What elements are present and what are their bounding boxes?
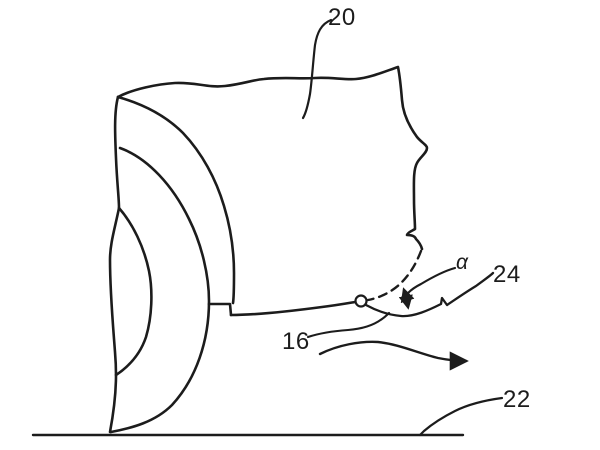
alpha-leader-line [406,266,457,295]
label-flap: 16 [282,328,310,355]
label-body-panel: 20 [328,4,356,31]
flap-lower-edge-line [229,300,357,317]
body-left-edge [108,95,121,434]
body-panel-outline [116,65,429,251]
airflow-arrow [318,340,469,371]
pivot-circle [354,294,368,308]
deflector-dashed-curve [366,249,423,302]
fender-outer-arc [116,95,236,305]
tire-lens-arc [114,206,153,377]
label-20-leader-line [301,18,333,120]
wheel-arch-arc [109,146,211,434]
deflector-solid-curve [364,271,495,318]
angle-arrow [398,287,415,310]
label-16-leader-line [306,311,391,339]
rocker-step-line [207,302,233,317]
label-ground: 22 [503,386,531,413]
label-22-leader-line [418,396,504,437]
label-angle-alpha: α [456,251,469,274]
drawing-strokes [31,18,504,437]
label-deflector: 24 [493,261,521,288]
